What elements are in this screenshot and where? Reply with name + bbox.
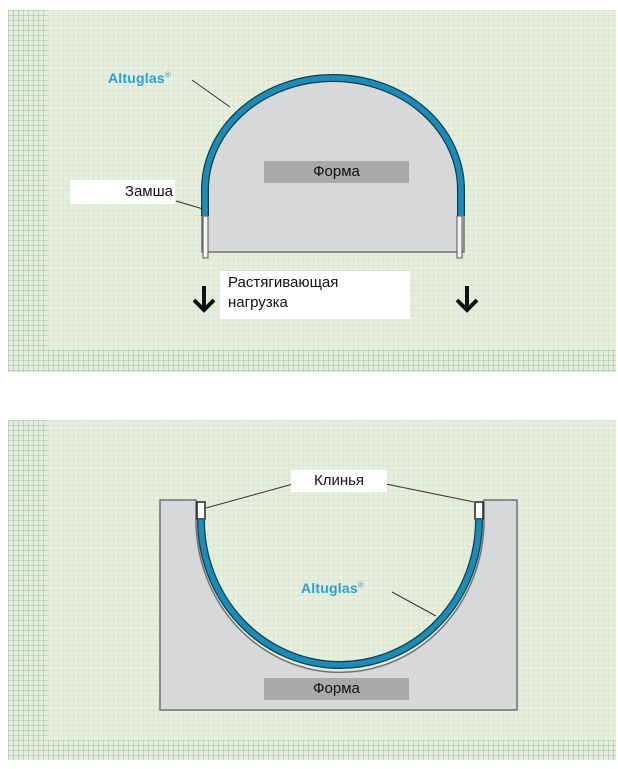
- altuglas-brand-label: Altuglas®: [108, 70, 171, 86]
- wedges-leader-left: [205, 483, 294, 509]
- top-diagram-panel: Altuglas® Форма Замша Растягивающая нагр…: [8, 10, 616, 372]
- bottom-diagram-drawing: [159, 483, 518, 711]
- tensile-load-label: Растягивающая нагрузка: [220, 271, 410, 319]
- altuglas-leader: [191, 79, 231, 108]
- form-label: Форма: [264, 678, 409, 700]
- suede-leader: [175, 200, 204, 210]
- tensile-load-label-line2: нагрузка: [228, 294, 288, 311]
- suede-strip-left: [202, 215, 209, 259]
- altuglas-brand-label: Altuglas®: [301, 580, 364, 596]
- wedge-right: [474, 501, 484, 520]
- suede-label: Замша: [70, 180, 175, 204]
- form-label: Форма: [264, 161, 409, 183]
- wedge-left: [196, 501, 206, 520]
- wedges-label: Клинья: [291, 470, 387, 492]
- wedges-leader-right: [385, 483, 475, 503]
- tensile-load-label-line1: Растягивающая: [228, 274, 339, 291]
- bottom-diagram-panel: Клинья Altuglas® Форма: [8, 420, 616, 760]
- altuglas-leader: [391, 591, 437, 617]
- suede-strip-right: [456, 215, 463, 259]
- bottom-form-shape: [159, 499, 518, 711]
- arrow-down-icon: [455, 286, 479, 313]
- arrow-down-icon: [192, 286, 216, 313]
